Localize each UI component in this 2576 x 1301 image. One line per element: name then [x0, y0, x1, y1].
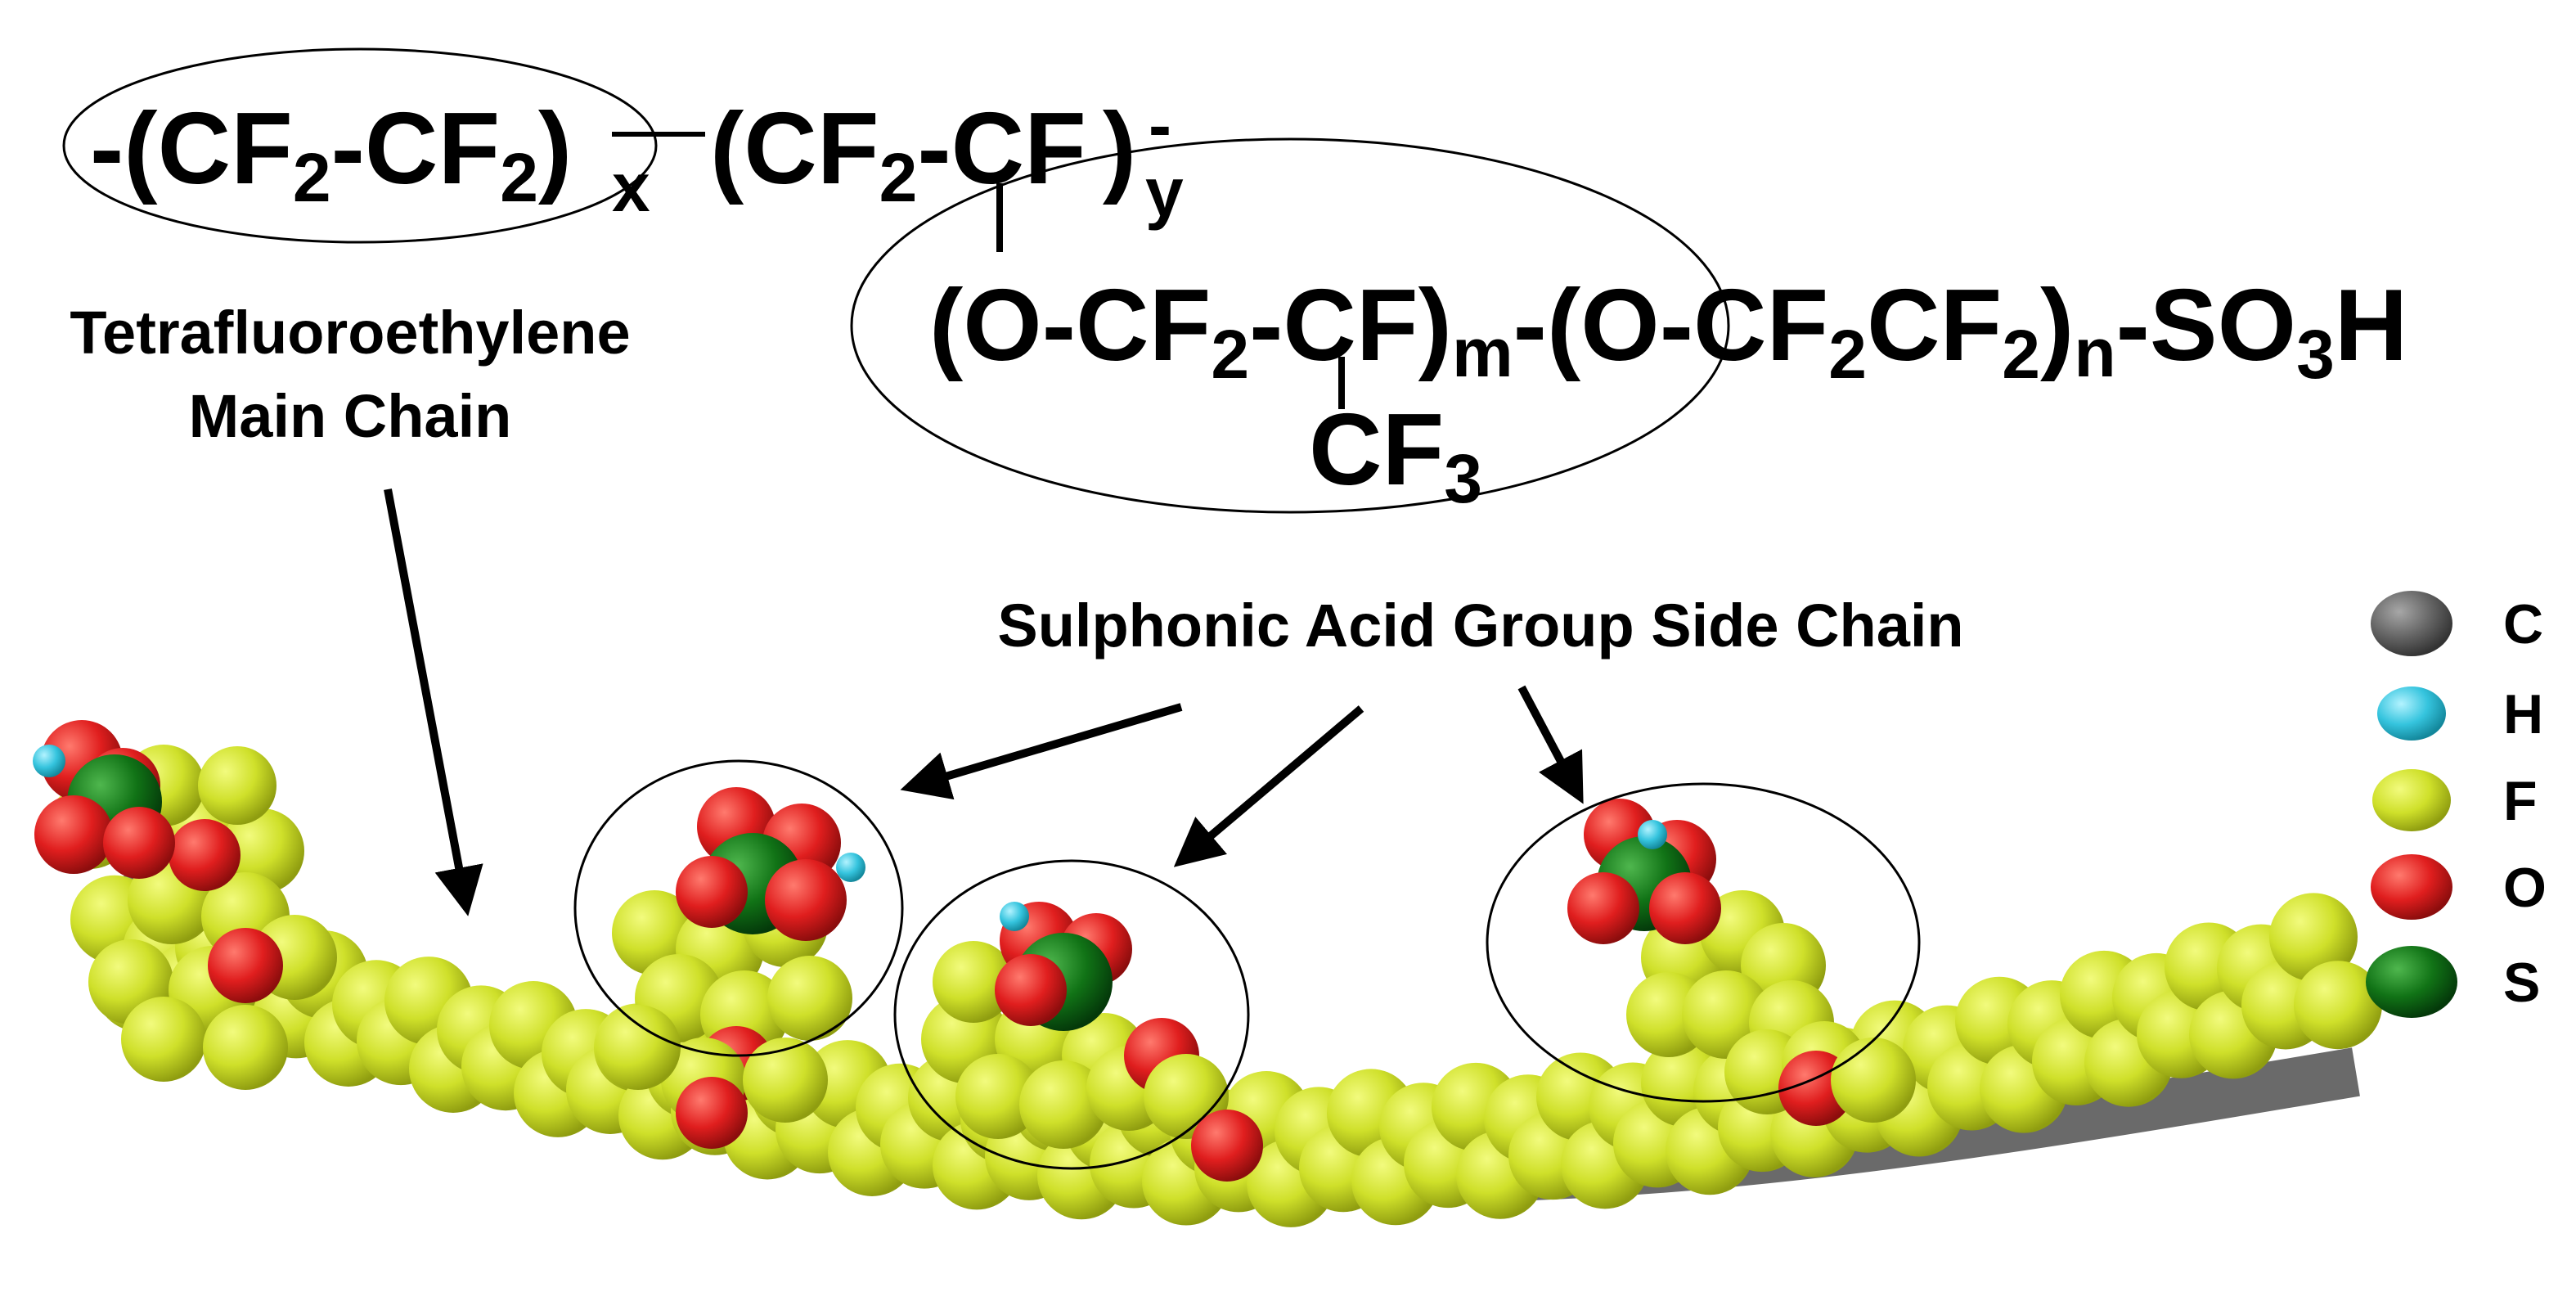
fluorine-atom — [767, 956, 852, 1041]
side-chain-circle-1 — [573, 759, 904, 1057]
oxygen-atom — [676, 1077, 748, 1149]
fluorine-atom — [219, 808, 304, 894]
side-chain-circle-2 — [893, 859, 1250, 1170]
hydrogen-swatch — [2377, 687, 2446, 741]
space-filling-molecule-model — [33, 720, 2382, 1227]
main-chain-label-line2: Main Chain — [189, 382, 512, 450]
oxygen-atom — [103, 807, 175, 879]
sulfur-swatch — [2366, 946, 2457, 1018]
side-chain-formula: (O-CF2-CF)m-(O-CF2CF2)n-SO3H — [929, 269, 2407, 393]
cf3-group: CF3 — [1309, 394, 1482, 517]
main-chain-formula: -(CF2-CF2) — [90, 92, 572, 216]
oxygen-atom — [34, 795, 113, 874]
arrow-main-chain — [384, 488, 483, 916]
arrow-side-chain-2 — [1173, 705, 1364, 867]
arrow-side-chain-3 — [1517, 685, 1584, 804]
side-chain-circles — [573, 759, 1921, 1170]
branch-index-y: y — [1145, 154, 1184, 231]
oxygen-atom — [995, 954, 1067, 1026]
fluorine-atom — [1831, 1038, 1916, 1123]
legend-label-s: S — [2503, 952, 2540, 1014]
fluorine-atom — [203, 1005, 288, 1090]
fluorine-atom — [2294, 961, 2382, 1050]
legend-item-o: O — [2371, 854, 2547, 920]
atom-legend: C H F O S — [2366, 591, 2547, 1018]
fluorine-atom — [743, 1038, 828, 1123]
fluorine-atom — [121, 997, 206, 1082]
branch-formula: (CF2-CF) — [710, 92, 1136, 216]
labels: Tetrafluoroethylene Main Chain Sulphonic… — [70, 299, 1963, 660]
fluorine-atom — [933, 941, 1014, 1023]
fluorine-atom — [1019, 1060, 1108, 1149]
main-chain-index-x: x — [612, 149, 650, 226]
fluorine-swatch — [2372, 769, 2451, 831]
fluorine-atom — [955, 1054, 1041, 1139]
main-chain-label-line1: Tetrafluoroethylene — [70, 299, 630, 367]
hydrogen-atom — [1638, 820, 1667, 849]
fluorine-atom — [198, 746, 276, 825]
fluorine-atom — [612, 890, 697, 975]
fluorine-atom — [2269, 893, 2358, 982]
side-chain-ellipse — [850, 137, 1730, 514]
legend-item-s: S — [2366, 946, 2540, 1018]
hydrogen-atom — [836, 853, 865, 882]
legend-label-o: O — [2503, 857, 2547, 919]
hydrogen-atom — [33, 745, 65, 777]
arrows — [384, 488, 1584, 916]
oxygen-atom — [1567, 872, 1639, 944]
legend-item-h: H — [2377, 683, 2543, 745]
side-chain-label: Sulphonic Acid Group Side Chain — [997, 592, 1963, 660]
hydrogen-atom — [1000, 902, 1029, 931]
oxygen-atom — [169, 819, 241, 891]
oxygen-swatch — [2371, 854, 2452, 920]
legend-label-c: C — [2503, 593, 2543, 655]
branch-tail: - — [1149, 87, 1171, 164]
legend-item-f: F — [2372, 769, 2538, 832]
main-chain-ellipse — [62, 47, 658, 244]
side-chain-circle-3 — [1486, 782, 1921, 1103]
carbon-swatch — [2371, 591, 2452, 656]
oxygen-atom — [1191, 1110, 1263, 1182]
fluorine-atom — [596, 1005, 681, 1090]
chemical-formula: -(CF2-CF2) x (CF2-CF) y - (O-CF2-CF)m-(O… — [62, 47, 2407, 517]
legend-item-c: C — [2371, 591, 2543, 656]
oxygen-atom — [208, 928, 283, 1003]
legend-label-h: H — [2503, 683, 2543, 745]
legend-label-f: F — [2503, 770, 2538, 832]
oxygen-atom — [676, 856, 748, 928]
arrow-side-chain-1 — [900, 703, 1183, 800]
oxygen-atom — [1649, 872, 1721, 944]
oxygen-atom — [765, 859, 847, 941]
